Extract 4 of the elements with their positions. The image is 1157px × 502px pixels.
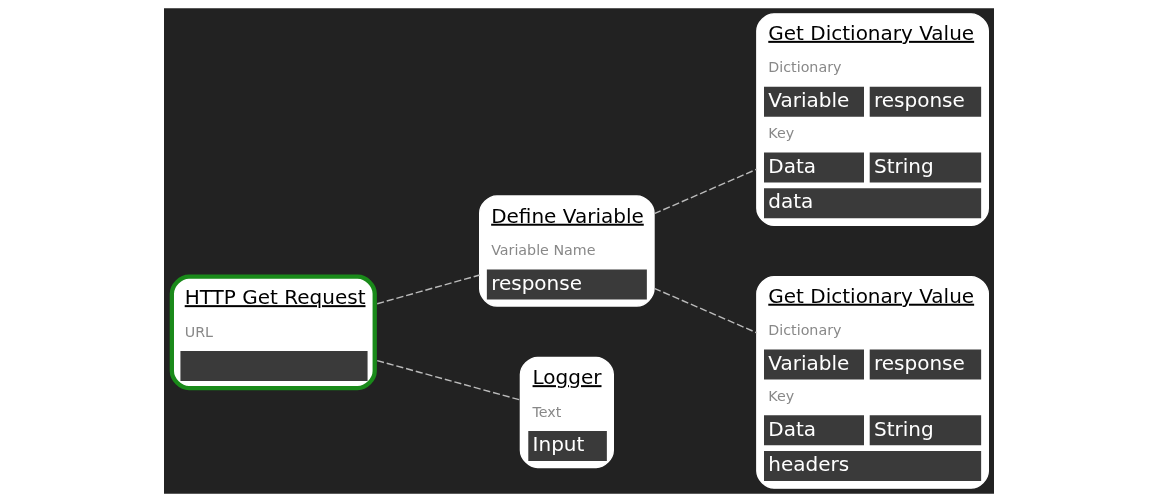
connector	[653, 168, 757, 215]
connector	[653, 287, 757, 334]
connector	[376, 274, 480, 305]
connector	[376, 359, 521, 401]
